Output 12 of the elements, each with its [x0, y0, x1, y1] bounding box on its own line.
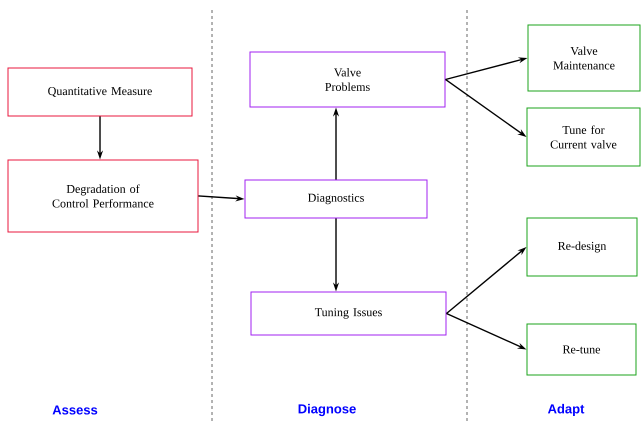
- diagnosis-box: Diagnostics: [244, 180, 428, 218]
- column-heading: Diagnose: [298, 404, 356, 416]
- action-box: Tune for Current valve: [526, 108, 640, 166]
- action-box: Re-design: [526, 218, 638, 276]
- column-heading: Assess: [52, 405, 98, 415]
- column-heading: Adapt: [548, 404, 584, 416]
- action-box: Valve Maintenance: [528, 24, 640, 92]
- action-box: Re-tune: [526, 323, 636, 376]
- diagnosis-box: Valve Problems: [250, 52, 446, 108]
- diagnosis-box: Tuning Issues: [250, 291, 446, 336]
- assessment-box: Degradation of Control Performance: [8, 160, 198, 232]
- assessment-box: Quantitative Measure: [8, 68, 192, 116]
